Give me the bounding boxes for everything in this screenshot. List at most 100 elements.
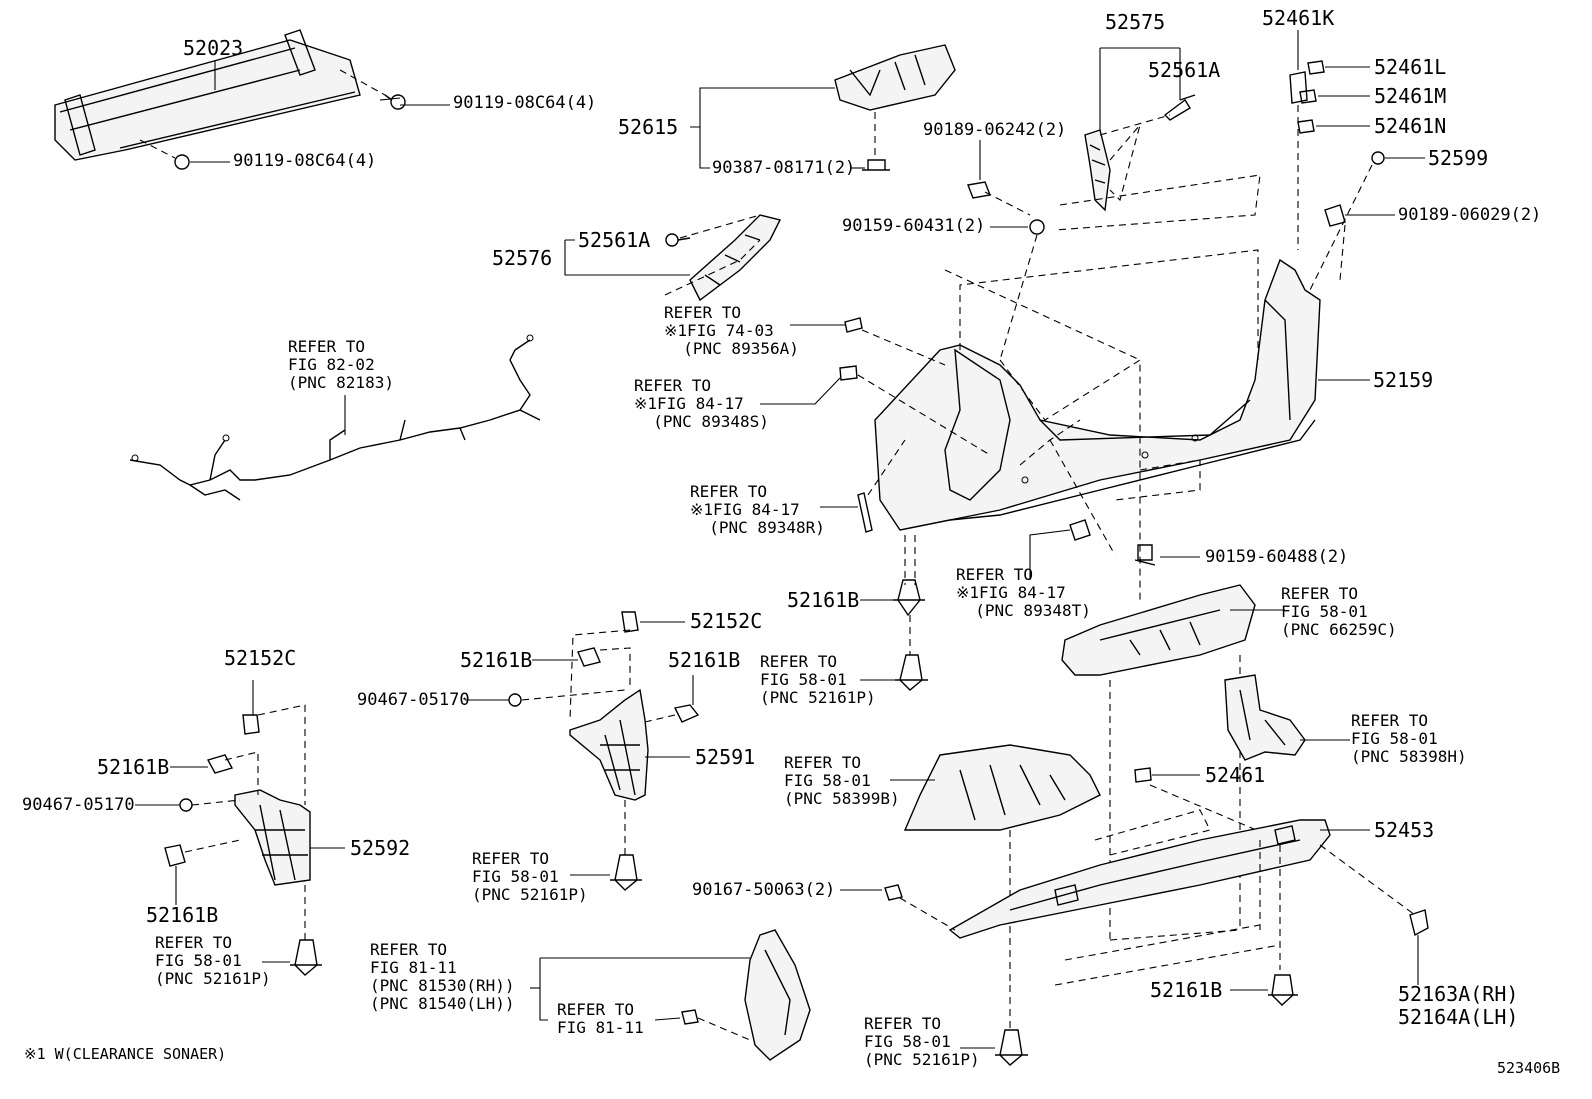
clip-52161B-center xyxy=(893,579,925,617)
clip-90167-50063 xyxy=(884,884,903,901)
part-label-90467-mid: 90467-05170 xyxy=(357,690,470,710)
clip-52161B-left xyxy=(206,754,234,774)
part-label-52164A: 52164A(LH) xyxy=(1398,1005,1519,1029)
clip-90467-mid xyxy=(508,693,522,707)
pad-52461K xyxy=(1289,71,1308,104)
pad-52461N xyxy=(1297,119,1315,134)
clip-52161B-mid xyxy=(577,647,601,667)
clip-52161P-mid xyxy=(610,854,642,891)
part-label-90189-06029: 90189-06029(2) xyxy=(1398,205,1542,225)
part-label-52152C-mid: 52152C xyxy=(690,609,763,633)
clip-52161B-bottom xyxy=(1268,974,1298,1006)
bolt-90159-60488 xyxy=(1134,544,1156,566)
figure-code: 523406B xyxy=(1497,1059,1561,1077)
bumper-cover-52159 xyxy=(874,258,1321,531)
mudguard-52591 xyxy=(569,688,649,801)
clip-52561A-mid xyxy=(665,233,691,247)
pad-52461L xyxy=(1307,60,1325,75)
part-label-52576: 52576 xyxy=(492,246,553,270)
part-label-52161B-left: 52161B xyxy=(97,755,170,779)
bracket-52576 xyxy=(689,214,782,302)
nut-52152C-mid xyxy=(621,611,639,633)
part-label-52453: 52453 xyxy=(1374,818,1435,842)
pad-52461 xyxy=(1134,767,1152,783)
footnote: ※1 W(CLEARANCE SONAER) xyxy=(24,1045,227,1063)
clip-52161B-left2 xyxy=(164,844,186,867)
sonar-part-89348T xyxy=(1069,519,1091,541)
ref-52161P-left: REFER TO FIG 58-01 (PNC 52161P) xyxy=(155,933,271,988)
part-label-52161B-left2: 52161B xyxy=(146,903,219,927)
wire-harness-82183 xyxy=(129,334,541,501)
part-label-52461K: 52461K xyxy=(1262,6,1335,30)
bumper-reinforcement-52023 xyxy=(54,29,361,161)
ref-52161P-bottom: REFER TO FIG 58-01 (PNC 52161P) xyxy=(864,1014,980,1069)
part-label-90119-b: 90119-08C64(4) xyxy=(233,151,377,171)
clip-90189-06029 xyxy=(1324,204,1346,227)
bracket-52615 xyxy=(834,44,956,111)
pad-52461M xyxy=(1299,89,1317,104)
ref-52161P-mid: REFER TO FIG 58-01 (PNC 52161P) xyxy=(472,849,588,904)
clip-52161P-bottom xyxy=(995,1029,1028,1066)
part-label-90387: 90387-08171(2) xyxy=(712,158,856,178)
mudguard-52592 xyxy=(234,789,311,886)
part-label-90467-left: 90467-05170 xyxy=(22,795,135,815)
part-label-52023: 52023 xyxy=(183,36,244,60)
bracket-52575 xyxy=(1084,129,1111,212)
bolt-90119-a xyxy=(384,94,406,110)
sonar-part-89348R xyxy=(857,492,873,533)
clip-81-11 xyxy=(681,1009,699,1025)
part-label-90159-60488: 90159-60488(2) xyxy=(1205,547,1349,567)
clip-52561A-top xyxy=(1163,94,1196,121)
ref-82183: REFER TO FIG 82-02 (PNC 82183) xyxy=(288,337,394,392)
clip-90189-06242 xyxy=(967,181,991,199)
ref-58399B: REFER TO FIG 58-01 (PNC 58399B) xyxy=(784,753,900,808)
part-label-90159-60431: 90159-60431(2) xyxy=(842,216,986,236)
part-label-52461: 52461 xyxy=(1205,763,1266,787)
part-label-52161B-mid2: 52161B xyxy=(668,648,741,672)
ref-89348T: REFER TO ※1FIG 84-17 (PNC 89348T) xyxy=(956,565,1091,620)
clip-52161B-mid2 xyxy=(673,704,700,723)
ref-52161P-center: REFER TO FIG 58-01 (PNC 52161P) xyxy=(760,652,876,707)
part-label-52599: 52599 xyxy=(1428,146,1489,170)
lower-garnish-52453 xyxy=(948,819,1331,939)
clip-90467-left xyxy=(179,798,193,812)
ref-89348S: REFER TO ※1FIG 84-17 (PNC 89348S) xyxy=(634,376,769,431)
under-cover-58399B xyxy=(903,744,1101,831)
part-label-52615: 52615 xyxy=(618,115,679,139)
sonar-part-89356A xyxy=(844,317,863,333)
part-label-52575: 52575 xyxy=(1105,10,1166,34)
bolt-90159-60431 xyxy=(1029,219,1045,235)
part-label-90119-a: 90119-08C64(4) xyxy=(453,93,597,113)
nut-52152C-left xyxy=(242,714,260,735)
part-label-52152C-left: 52152C xyxy=(224,646,297,670)
reflector-lamp-81530 xyxy=(744,929,811,1061)
part-label-52591: 52591 xyxy=(695,745,756,769)
part-label-90189-06242: 90189-06242(2) xyxy=(923,120,1067,140)
ref-66259C: REFER TO FIG 58-01 (PNC 66259C) xyxy=(1281,584,1397,639)
ref-58398H: REFER TO FIG 58-01 (PNC 58398H) xyxy=(1351,711,1467,766)
clip-52161P-center xyxy=(895,654,928,691)
bracket-58398H xyxy=(1224,674,1306,761)
cap-52163A xyxy=(1409,909,1429,937)
part-label-52561A-top: 52561A xyxy=(1148,58,1221,82)
part-label-52461M: 52461M xyxy=(1374,84,1447,108)
ref-89348R: REFER TO ※1FIG 84-17 (PNC 89348R) xyxy=(690,482,825,537)
part-label-52163A: 52163A(RH) xyxy=(1398,982,1519,1006)
part-label-52161B-mid: 52161B xyxy=(460,648,533,672)
part-label-52592: 52592 xyxy=(350,836,411,860)
part-label-52461L: 52461L xyxy=(1374,55,1447,79)
ref-89356A: REFER TO ※1FIG 74-03 (PNC 89356A) xyxy=(664,303,799,358)
part-label-52159: 52159 xyxy=(1373,368,1434,392)
bolt-90119-b xyxy=(174,154,190,170)
ref-81-11: REFER TO FIG 81-11 xyxy=(557,1000,644,1037)
sonar-part-89348S xyxy=(839,365,858,381)
part-label-52161B-bottom: 52161B xyxy=(1150,978,1223,1002)
part-label-52561A-mid: 52561A xyxy=(578,228,651,252)
clip-90387 xyxy=(862,159,890,171)
part-label-52461N: 52461N xyxy=(1374,114,1447,138)
under-cover-66259C xyxy=(1061,584,1256,676)
part-label-90167-50063: 90167-50063(2) xyxy=(692,880,836,900)
clip-52161P-left xyxy=(290,939,322,976)
